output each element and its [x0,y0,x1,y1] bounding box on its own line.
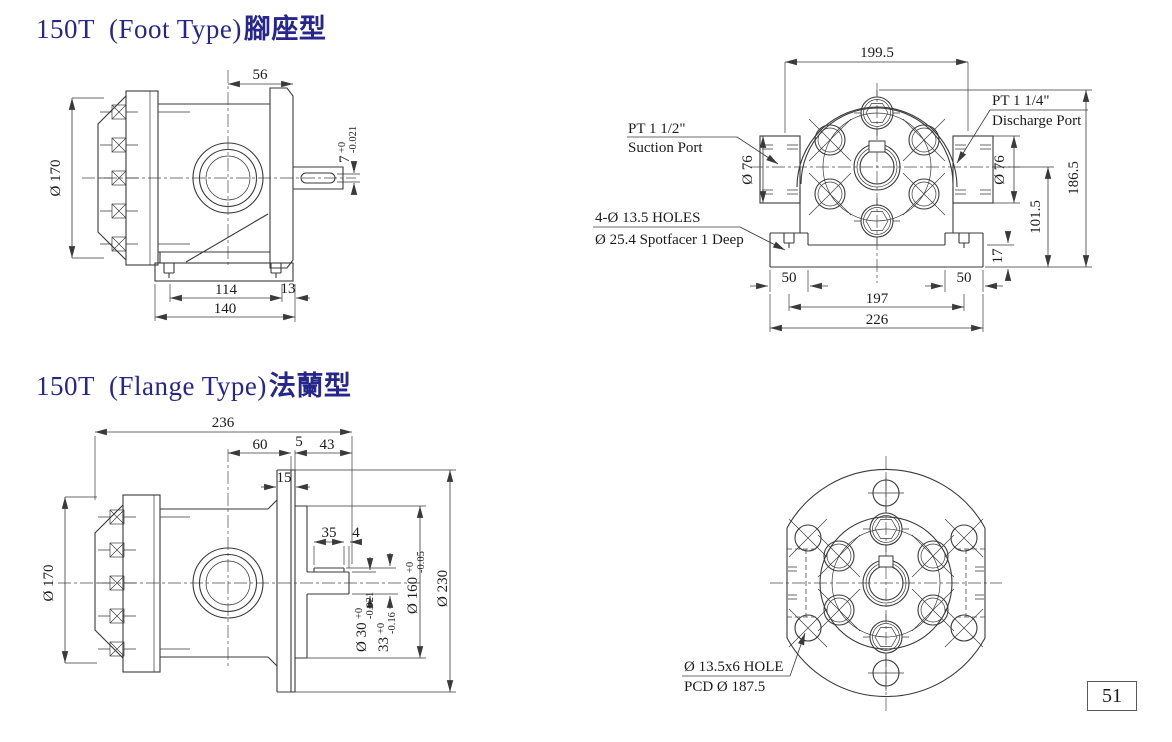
page-number: 51 [1102,684,1122,707]
suction-port-size-label: PT 1 1/2" [628,121,686,137]
dim-dia170-foot-label: Ø 170 [48,159,64,196]
dim-17-label: 17 [990,248,1006,264]
foot-type-front-view: 199.5 Ø 76 Ø 76 186.5 101.5 [593,45,1092,332]
dim-101-5-label: 101.5 [1028,200,1044,234]
flange-holes-label: Ø 13.5x6 HOLE [684,659,784,675]
svg-text:+0: +0 [405,562,416,573]
spotfacer-label: Ø 25.4 Spotfacer 1 Deep [595,232,744,248]
svg-text:17: 17 [990,248,1006,264]
dim-4-label: 4 [352,525,360,541]
dim-50-left-label: 50 [782,270,797,286]
dim-15-label: 15 [277,470,292,486]
flange-model-label: 150T [36,371,95,401]
dim-5-label: 5 [295,434,303,450]
foot-model-label: 150T [36,14,95,44]
dim-spigot-dia-label: Ø 160 +0 -0.05 [405,551,427,614]
flange-type-label: (Flange Type) [109,371,267,401]
pcd-label: PCD Ø 187.5 [684,679,765,695]
dim-60-label: 60 [253,437,268,453]
svg-text:Ø 76: Ø 76 [740,155,756,185]
foot-type-cjk-label: 腳座型 [243,14,327,44]
dim-114-label: 114 [215,282,237,298]
discharge-port-size-label: PT 1 1/4" [992,93,1050,109]
dim-199-5-label: 199.5 [860,45,894,61]
dim-186-5-label: 186.5 [1066,161,1082,195]
dim-50-right-label: 50 [957,270,972,286]
flange-type-cjk-label: 法蘭型 [268,371,352,401]
svg-text:33: 33 [376,637,392,652]
section-title-flange-type: 150T (Flange Type)法蘭型 [36,364,351,403]
svg-text:Ø 170: Ø 170 [41,564,57,601]
svg-text:Ø 230: Ø 230 [435,570,451,607]
svg-text:Ø 76: Ø 76 [992,155,1008,185]
dim-key-width-label: 7 +0 -0.021 [337,126,359,163]
svg-text:-0.05: -0.05 [416,551,427,573]
mounting-holes-label: 4-Ø 13.5 HOLES [595,210,700,226]
dim-197-label: 197 [866,291,889,307]
dim-dia230-label: Ø 230 [435,570,451,607]
foot-type-label: (Foot Type) [109,14,242,44]
dim-13-label: 13 [281,281,296,297]
dim-43-label: 43 [320,437,335,453]
dim-dia170-flange-label: Ø 170 [41,564,57,601]
page-number-box: 51 [1087,681,1137,711]
svg-text:+0: +0 [337,142,348,153]
suction-port-label: Suction Port [628,140,703,156]
svg-text:186.5: 186.5 [1066,161,1082,195]
section-title-foot-type: 150T (Foot Type)腳座型 [36,7,326,46]
foot-type-side-view: 56 Ø 170 7 +0 -0.021 114 13 140 [48,67,360,322]
svg-text:101.5: 101.5 [1028,200,1044,234]
dim-key-height-label: 33 +0 -0.16 [376,612,398,652]
discharge-port-label: Discharge Port [992,113,1082,129]
dim-shaft-dia-label: Ø 30 +0 -0.021 [354,592,376,652]
dim-236-label: 236 [212,415,235,431]
dim-140-label: 140 [214,301,237,317]
svg-text:Ø 160: Ø 160 [405,577,421,614]
svg-text:-0.021: -0.021 [348,126,359,153]
svg-text:-0.16: -0.16 [387,612,398,634]
dim-dia76-left-label: Ø 76 [740,155,756,185]
dim-dia76-right-label: Ø 76 [992,155,1008,185]
svg-text:Ø 170: Ø 170 [48,159,64,196]
flange-type-side-view: 236 60 5 43 15 35 4 Ø 170 Ø 30 +0 [41,415,456,693]
dim-56-label: 56 [253,67,269,83]
flange-type-front-view: Ø 13.5x6 HOLE PCD Ø 187.5 [682,456,1002,712]
dim-35-label: 35 [322,525,337,541]
svg-text:+0: +0 [354,608,365,619]
svg-text:+0: +0 [376,623,387,634]
svg-text:Ø 30: Ø 30 [354,622,370,652]
dim-226-label: 226 [866,312,889,328]
svg-text:7: 7 [337,155,353,163]
svg-text:-0.021: -0.021 [365,592,376,619]
